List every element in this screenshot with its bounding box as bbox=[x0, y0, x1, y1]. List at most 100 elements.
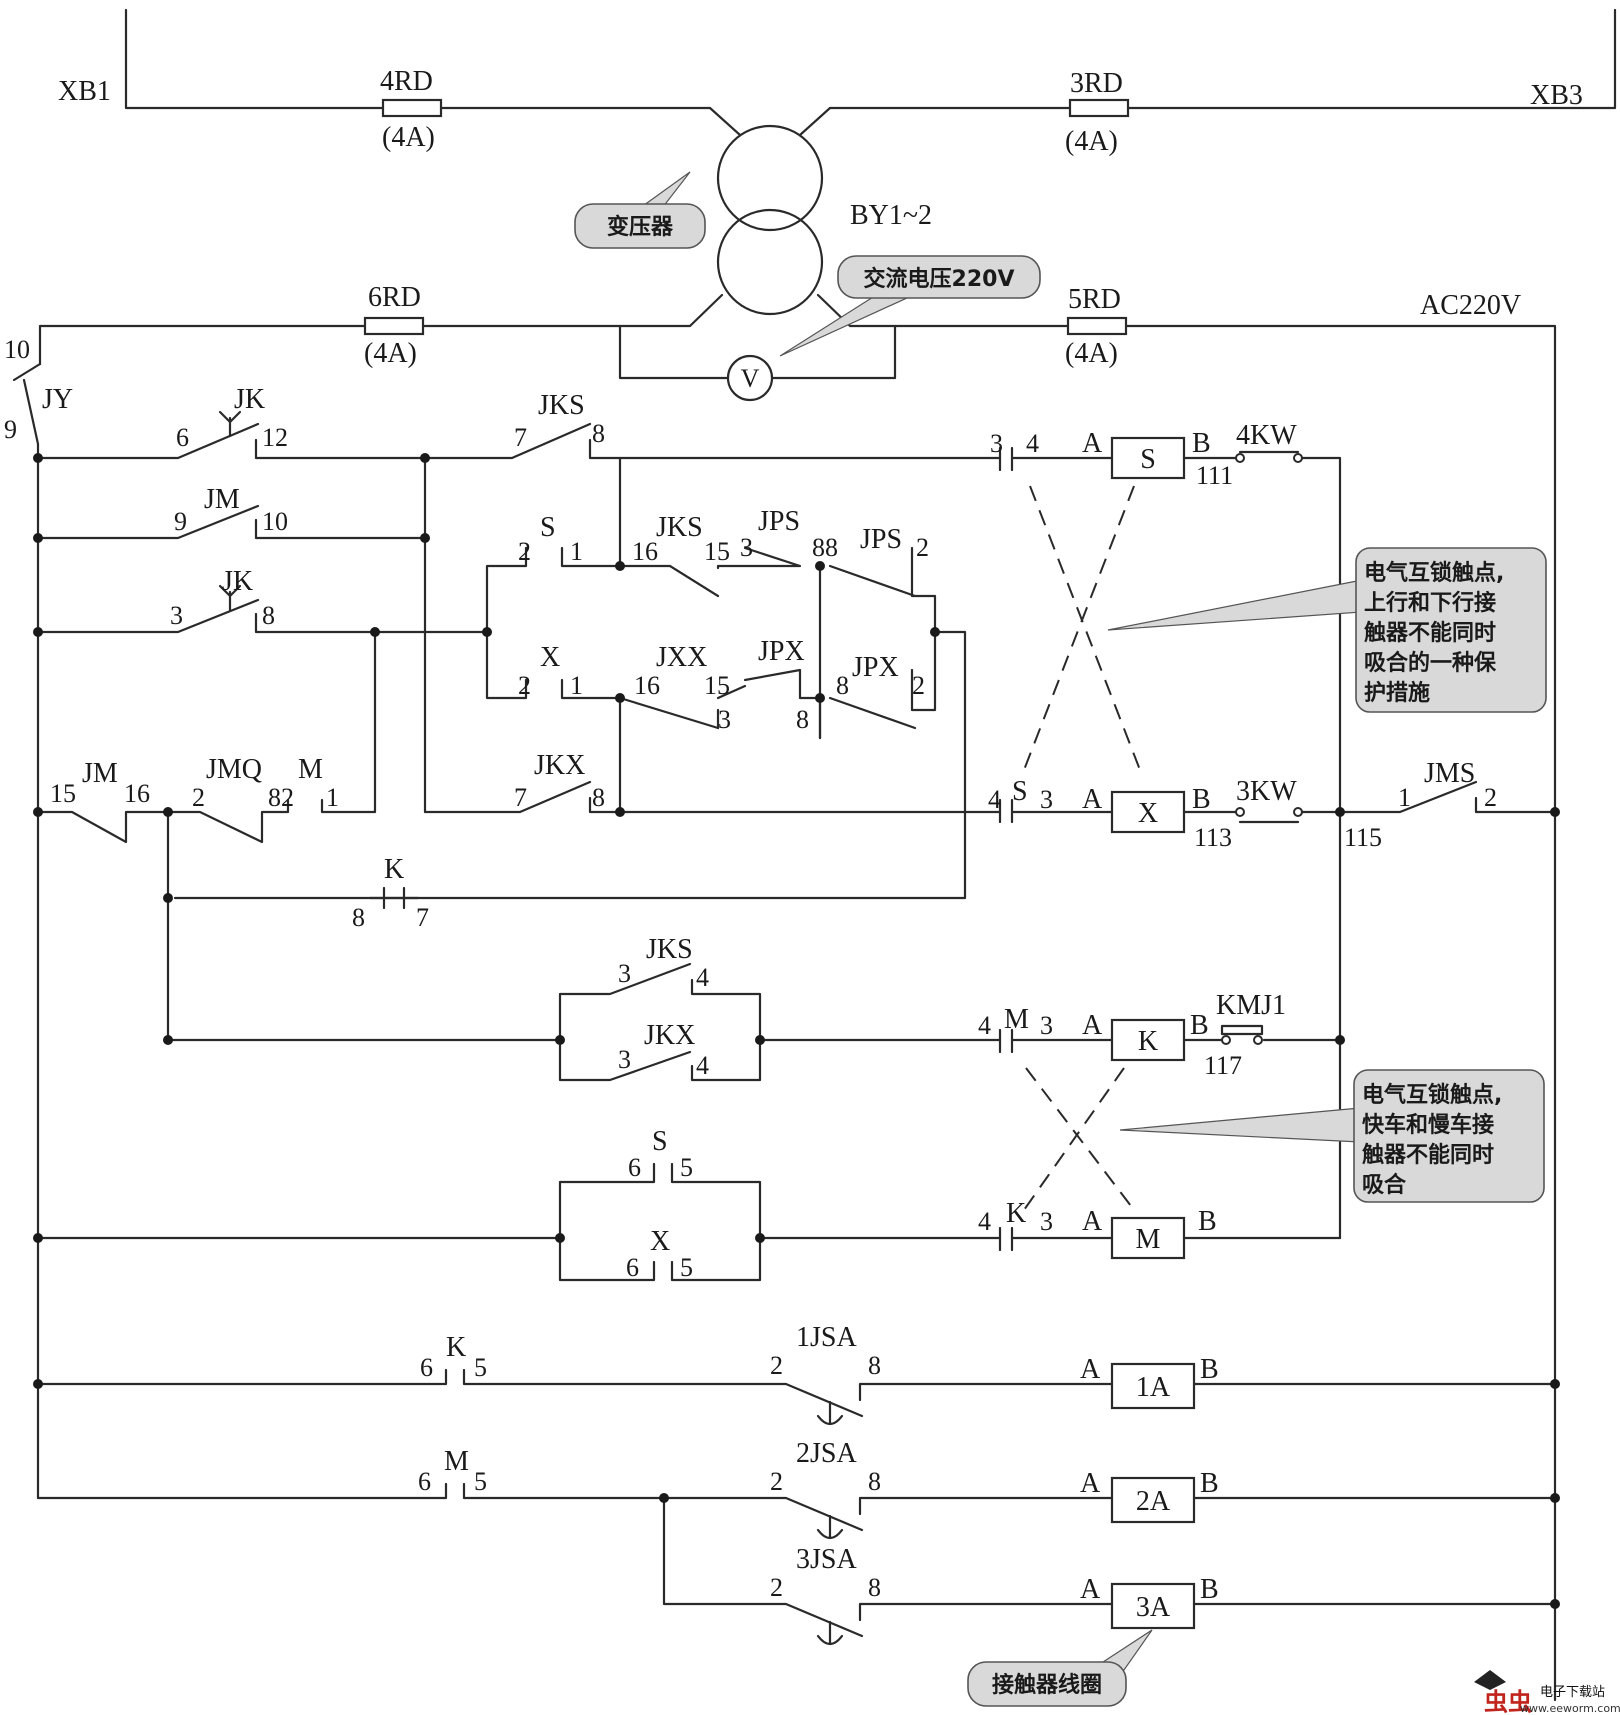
term: 5 bbox=[474, 1467, 487, 1496]
transformer-by1-2: BY1~2 bbox=[716, 124, 932, 316]
term: B bbox=[1192, 784, 1211, 815]
watermark-brand: 虫虫 bbox=[1484, 1688, 1532, 1715]
term: 6 bbox=[420, 1353, 433, 1382]
term: 4 bbox=[696, 1051, 709, 1080]
voltmeter bbox=[726, 354, 774, 402]
label-6rd: 6RD bbox=[368, 282, 421, 313]
label-jms: JMS bbox=[1424, 758, 1475, 789]
fuse-3rd bbox=[1068, 98, 1130, 118]
label-jks-1: JKS bbox=[538, 390, 585, 421]
term: 10 bbox=[262, 507, 288, 536]
callout-updown-line-3: 触器不能同时 bbox=[1364, 620, 1496, 646]
callout-transformer-text: 变压器 bbox=[607, 214, 674, 240]
watermark-url: www.eeworm.com bbox=[1520, 1702, 1620, 1715]
label-transformer: BY1~2 bbox=[850, 200, 932, 231]
row-up-coil: S JK 6 12 JKS 7 8 3 4 A B 111 4KW bbox=[36, 384, 1342, 1240]
term: 1 bbox=[1398, 783, 1411, 812]
callout-voltage-text: 交流电压220V bbox=[864, 266, 1015, 292]
term: 1 bbox=[570, 671, 583, 700]
term: 16 bbox=[634, 671, 660, 700]
label-6rd-rating: (4A) bbox=[364, 338, 417, 369]
term: 8 bbox=[868, 1573, 881, 1602]
label-jy-9: 9 bbox=[4, 415, 17, 444]
term: B bbox=[1190, 1010, 1209, 1041]
label-xb3: XB3 bbox=[1530, 80, 1583, 111]
term: 2 bbox=[192, 783, 205, 812]
label-jpx-1: JPX bbox=[758, 636, 805, 667]
coil-2a-label: 2A bbox=[1136, 1486, 1171, 1517]
label-4rd-rating: (4A) bbox=[382, 122, 435, 153]
label-4kw: 4KW bbox=[1236, 420, 1297, 451]
term: A bbox=[1080, 1468, 1101, 1499]
term: A bbox=[1082, 784, 1103, 815]
term: M bbox=[1004, 1004, 1029, 1035]
term: 8 bbox=[262, 601, 275, 630]
term: A bbox=[1082, 1010, 1103, 1041]
term: 82 bbox=[268, 783, 294, 812]
callout-coil-text: 接触器线圈 bbox=[992, 1672, 1102, 1698]
label-jkx-2: JKX bbox=[644, 1020, 695, 1051]
junction-dots bbox=[33, 453, 1560, 1609]
term: 3 bbox=[1040, 1207, 1053, 1236]
callout-interlock-speed: 电气互锁触点, 快车和慢车接 触器不能同时 吸合 bbox=[1119, 1069, 1545, 1203]
term: 2 bbox=[770, 1351, 783, 1380]
label-jm-1: JM bbox=[204, 484, 240, 515]
label-jks-3: JKS bbox=[646, 934, 693, 965]
term: 15 bbox=[50, 779, 76, 808]
label-ac220v: AC220V bbox=[1420, 290, 1521, 321]
label-3rd: 3RD bbox=[1070, 68, 1123, 99]
term: 2 bbox=[916, 533, 929, 562]
term: S bbox=[652, 1126, 668, 1157]
term: 6 bbox=[418, 1467, 431, 1496]
label-jk-2: JK bbox=[222, 566, 253, 597]
term: 8 bbox=[592, 783, 605, 812]
coil-s-label: S bbox=[1140, 444, 1156, 475]
row-jm: JM 9 10 bbox=[36, 484, 427, 540]
coil-k-label: K bbox=[1138, 1026, 1158, 1057]
row-down-coil: X JM 15 16 JMQ 2 82 M 1 JKX 7 8 4 S 3 A … bbox=[36, 630, 1557, 852]
term: 8 bbox=[796, 705, 809, 734]
term: 15 bbox=[704, 671, 730, 700]
label-3rd-rating: (4A) bbox=[1065, 126, 1118, 157]
term: 16 bbox=[124, 779, 150, 808]
switch-jy: 10 9 JY bbox=[4, 335, 73, 1500]
watermark-site: 电子下载站 bbox=[1540, 1685, 1605, 1700]
term: 2 bbox=[770, 1573, 783, 1602]
coil-1a bbox=[1110, 1362, 1196, 1410]
term: 5 bbox=[474, 1353, 487, 1382]
term: 12 bbox=[262, 423, 288, 452]
term: A bbox=[1082, 1206, 1103, 1237]
term: 3 bbox=[718, 705, 731, 734]
term: 4 bbox=[978, 1011, 991, 1040]
term: 113 bbox=[1194, 823, 1232, 852]
row-jk-3-8: JK 3 8 bbox=[36, 566, 489, 634]
label-jks-2: JKS bbox=[656, 512, 703, 543]
coil-3a bbox=[1110, 1582, 1196, 1630]
term: 7 bbox=[514, 783, 527, 812]
row-2a: 2A M 6 5 2JSA 2 8 A B bbox=[36, 1438, 1557, 1540]
term: 1 bbox=[570, 537, 583, 566]
term: 2 bbox=[518, 537, 531, 566]
callout-voltage: 交流电压220V bbox=[779, 255, 1041, 357]
label-1jsa: 1JSA bbox=[796, 1322, 857, 1353]
term: 2 bbox=[1484, 783, 1497, 812]
term: 3 bbox=[990, 429, 1003, 458]
label-jmq: JMQ bbox=[206, 754, 262, 785]
term: B bbox=[1200, 1354, 1219, 1385]
term: B bbox=[1192, 428, 1211, 459]
term: M bbox=[444, 1446, 469, 1477]
callout-coil: 接触器线圈 bbox=[967, 1629, 1153, 1707]
callout-speed-line-4: 吸合 bbox=[1362, 1172, 1407, 1198]
label-5rd: 5RD bbox=[1068, 284, 1121, 315]
term: 8 bbox=[592, 419, 605, 448]
row-3a: 3A 3JSA 2 8 A B bbox=[662, 1496, 1557, 1646]
term: 3 bbox=[740, 533, 753, 562]
term: K bbox=[1006, 1198, 1026, 1229]
term: 3 bbox=[618, 959, 631, 988]
term: 3 bbox=[170, 601, 183, 630]
term: 7 bbox=[514, 423, 527, 452]
callout-interlock-updown: 电气互锁触点, 上行和下行接 触器不能同时 吸合的一种保 护措施 bbox=[1107, 547, 1547, 713]
label-kmj1: KMJ1 bbox=[1216, 990, 1286, 1021]
term: S bbox=[540, 512, 556, 543]
